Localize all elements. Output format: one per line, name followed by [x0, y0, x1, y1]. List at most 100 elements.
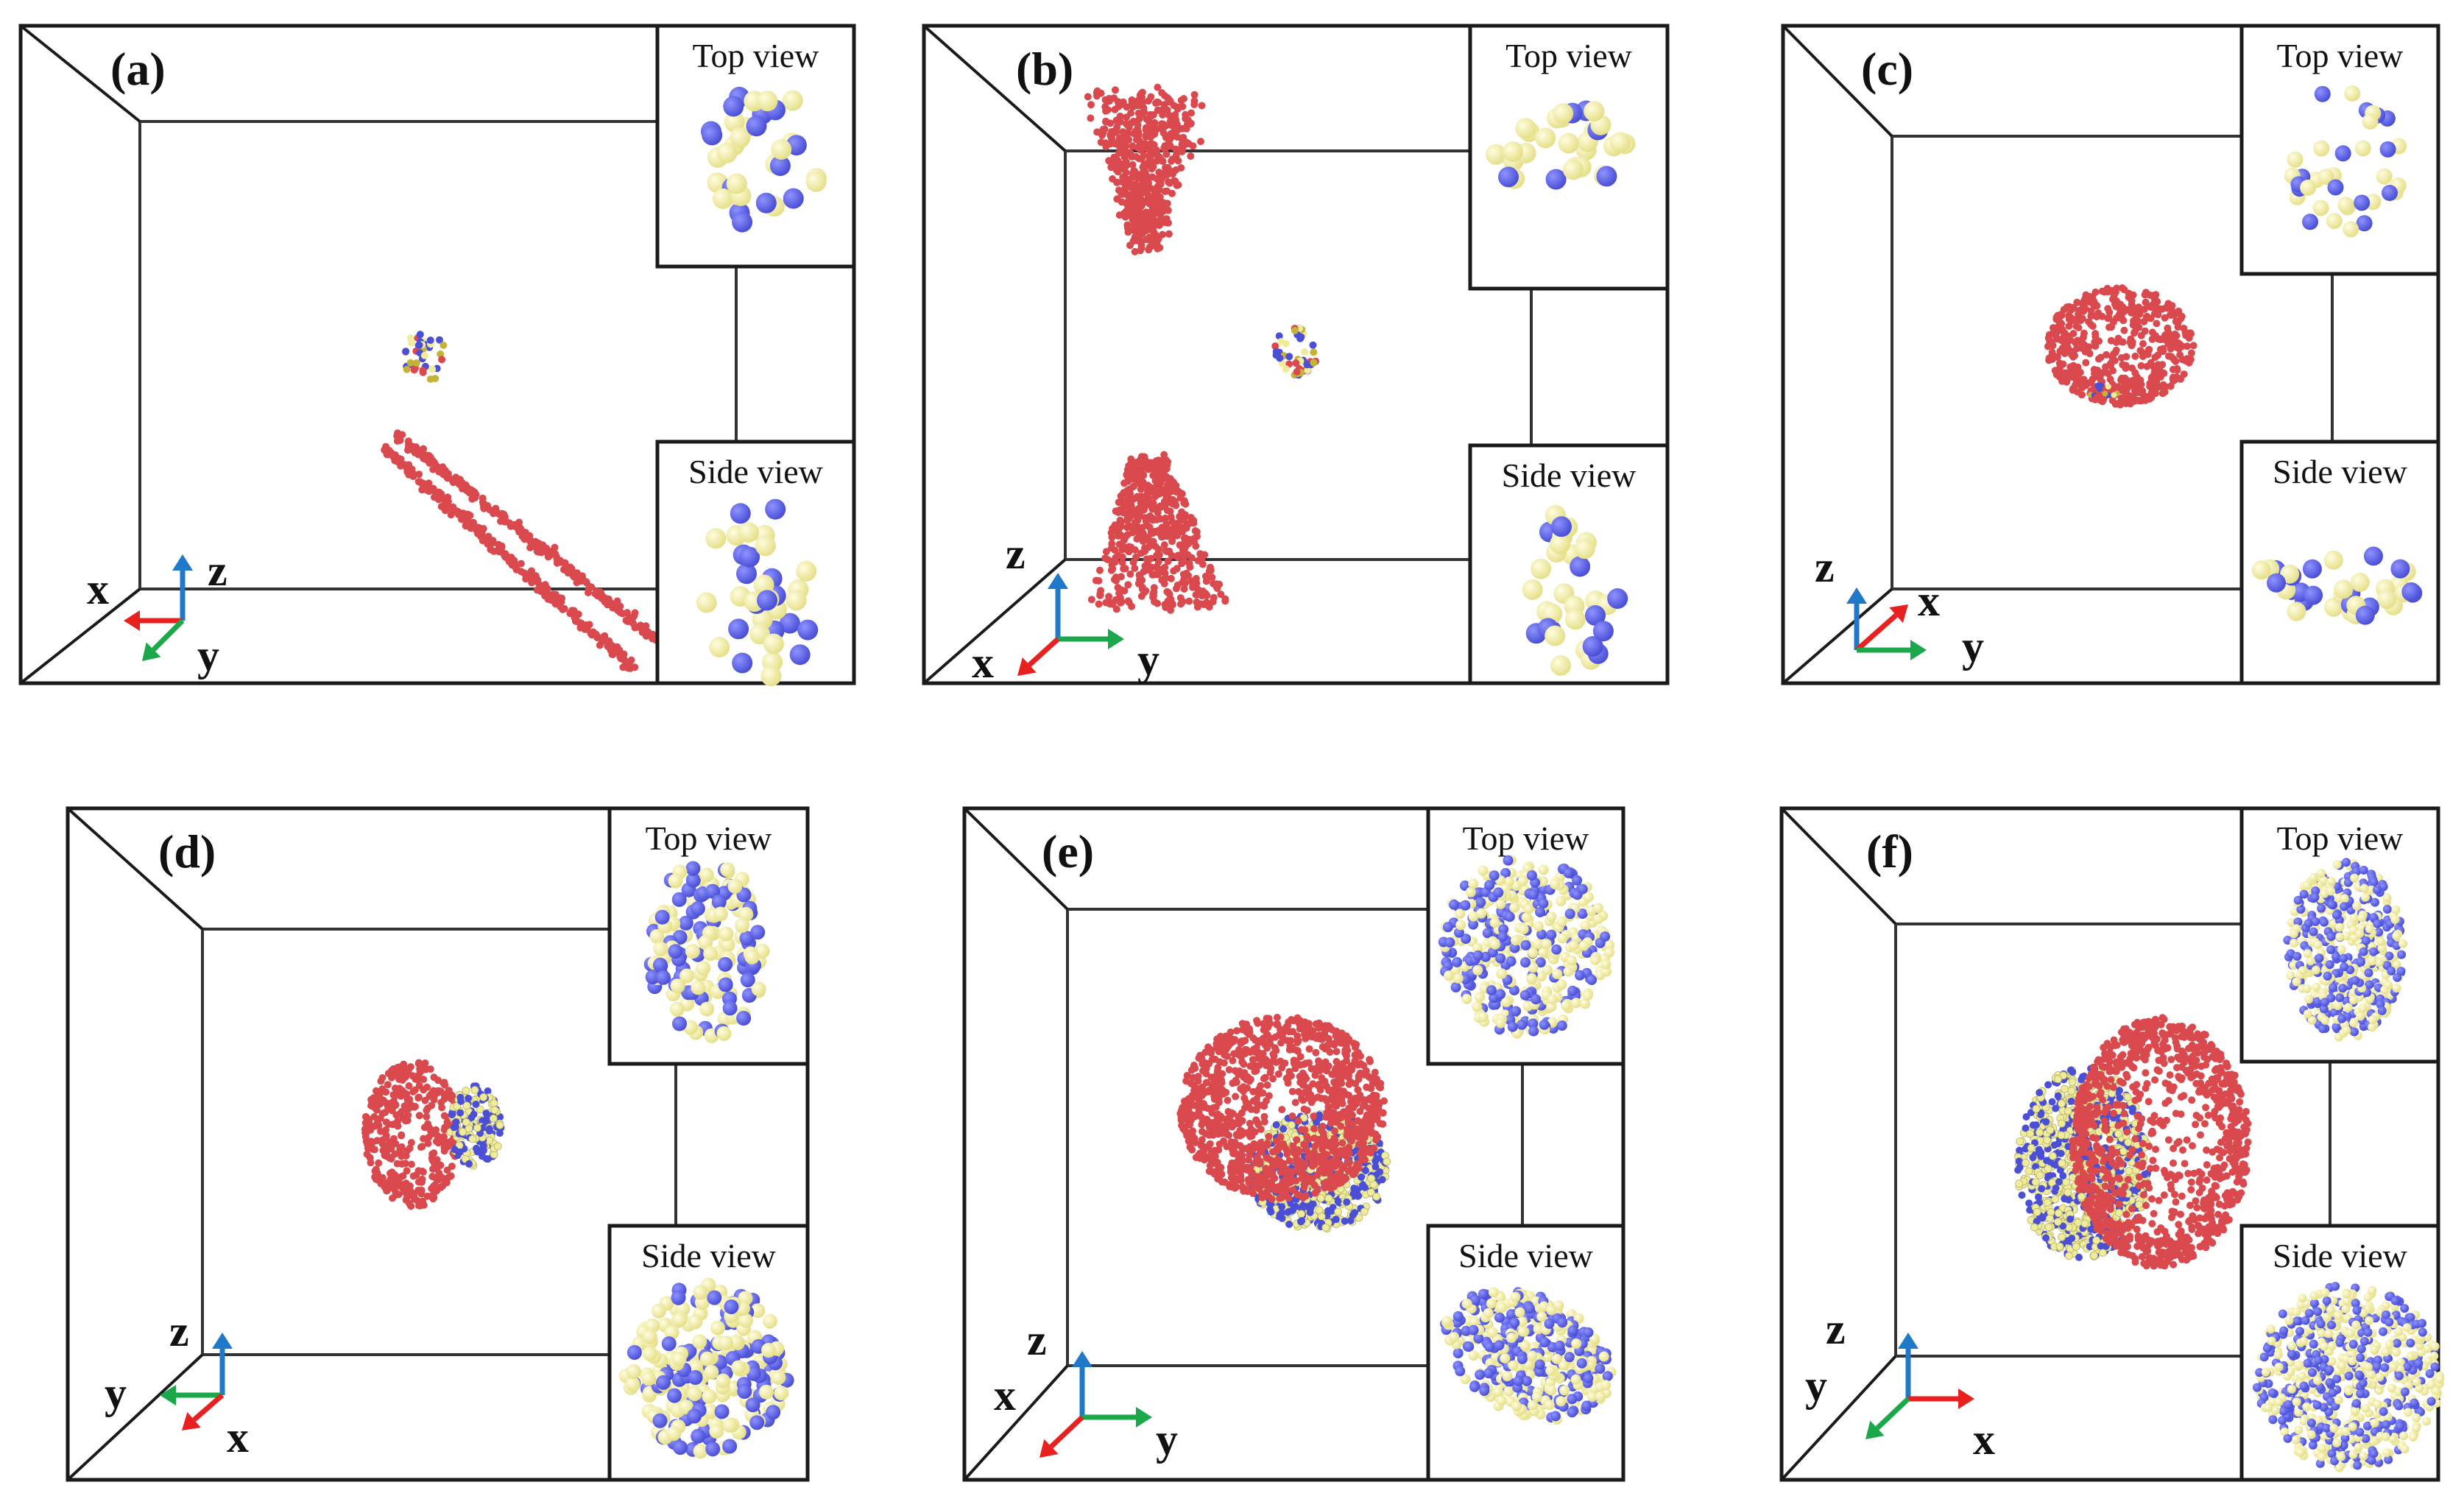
top-view-title: Top view [1462, 819, 1589, 857]
axis-label-x: x [1973, 1415, 1995, 1464]
axis-label-x: x [994, 1371, 1016, 1419]
axis-label-z: z [1826, 1305, 1846, 1353]
axis-z-arrow-icon [1846, 588, 1867, 604]
axis-label-y: y [105, 1369, 127, 1417]
side-view-title: Side view [2273, 453, 2407, 490]
top-view-particles [700, 86, 827, 233]
side-view-particles [1440, 1287, 1617, 1425]
axis-triad [1865, 1333, 1974, 1439]
top-view-title: Top view [2276, 819, 2404, 857]
top-view-title: Top view [692, 37, 819, 74]
side-view-title: Side view [641, 1237, 776, 1274]
axis-y-arrow-icon [1108, 629, 1124, 649]
side-view-particles [1522, 504, 1628, 676]
top-view-particles [1438, 855, 1615, 1039]
axis-x-arrow-shaft [1049, 1415, 1084, 1449]
axis-label-y: y [1805, 1361, 1827, 1410]
outer-box-frame [1781, 24, 2440, 685]
axis-z-arrow-icon [212, 1333, 233, 1349]
axis-triad [1017, 573, 1124, 676]
panel-label: (e) [1042, 825, 1095, 878]
particle-cluster [361, 1059, 505, 1210]
axis-label-x: x [1918, 576, 1940, 625]
top-view-particles [2284, 85, 2407, 238]
axis-y-arrow-shaft [1875, 1397, 1910, 1430]
perspective-edge-bottom-left [1782, 588, 1893, 685]
axis-y-arrow-icon [160, 1385, 176, 1405]
axis-label-y: y [1962, 622, 1984, 671]
top-view-title: Top view [2276, 37, 2404, 74]
axis-triad [124, 554, 193, 661]
axis-triad [1039, 1351, 1152, 1458]
perspective-edge-top-left [1782, 24, 1893, 138]
side-view-title: Side view [688, 453, 823, 490]
panel-label: (d) [158, 825, 216, 878]
side-view-particles [618, 1277, 794, 1459]
axis-triad [160, 1333, 233, 1430]
outer-box-frame [1779, 806, 2440, 1482]
axis-x-arrow-shaft [1854, 613, 1898, 652]
axis-x-arrow-icon [1958, 1389, 1974, 1409]
axis-label-z: z [208, 546, 227, 595]
outer-box-frame [962, 806, 1625, 1482]
axis-label-z: z [1815, 543, 1835, 591]
axis-label-z: z [1027, 1316, 1047, 1364]
perspective-edge-bottom-left [963, 1364, 1069, 1481]
axis-z-arrow-icon [172, 554, 193, 571]
panel-label: (c) [1861, 43, 1914, 95]
particle-cluster [381, 331, 660, 672]
outer-box-frame [18, 24, 856, 685]
side-view-particles [2251, 546, 2423, 625]
axis-label-x: x [87, 565, 109, 613]
panel-label: (f) [1866, 825, 1913, 878]
particle-cluster [2014, 1014, 2252, 1270]
axis-label-y: y [1156, 1415, 1178, 1464]
perspective-edge-top-left [963, 807, 1069, 911]
axis-triad [1846, 588, 1927, 660]
axis-x-arrow-icon [124, 610, 140, 631]
axis-label-y: y [197, 631, 219, 680]
axis-label-x: x [227, 1413, 249, 1461]
panel-label: (a) [110, 43, 166, 95]
axis-x-arrow-icon [1889, 604, 1908, 624]
axis-y-arrow-shaft [152, 618, 185, 652]
axis-x-arrow-icon [1039, 1439, 1059, 1458]
perspective-edge-bottom-left [1780, 1355, 1897, 1481]
axis-label-z: z [1006, 529, 1026, 578]
outer-box-frame [66, 806, 810, 1482]
axis-z-arrow-icon [1048, 573, 1068, 589]
top-view-particles [1486, 100, 1636, 190]
panel-label: (b) [1016, 43, 1074, 95]
particle-cluster [1084, 83, 1320, 614]
particle-cluster [1176, 1014, 1391, 1232]
axis-x-arrow-icon [182, 1411, 201, 1430]
perspective-edge-top-left [1780, 807, 1897, 925]
particle-cluster [2044, 284, 2198, 409]
top-view-particles [643, 861, 770, 1043]
axis-y-arrow-icon [1136, 1407, 1152, 1428]
axis-label-y: y [1137, 635, 1159, 684]
axis-x-arrow-shaft [192, 1393, 225, 1422]
top-view-particles [2283, 858, 2408, 1042]
perspective-edge-bottom-left [19, 588, 141, 685]
perspective-edge-bottom-left [922, 558, 1067, 685]
perspective-edge-top-left [922, 24, 1067, 152]
axis-y-arrow-icon [1910, 640, 1927, 660]
outer-box-frame [922, 24, 1670, 685]
axis-z-arrow-icon [1072, 1351, 1092, 1367]
perspective-edge-top-left [66, 807, 204, 931]
side-view-particles [696, 498, 819, 687]
perspective-edge-bottom-left [66, 1353, 204, 1481]
axis-label-z: z [169, 1307, 189, 1355]
top-view-title: Top view [645, 819, 772, 857]
perspective-edge-top-left [19, 24, 141, 123]
side-view-title: Side view [1501, 456, 1637, 494]
side-view-title: Side view [2273, 1237, 2407, 1274]
axis-x-arrow-shaft [1027, 637, 1060, 667]
